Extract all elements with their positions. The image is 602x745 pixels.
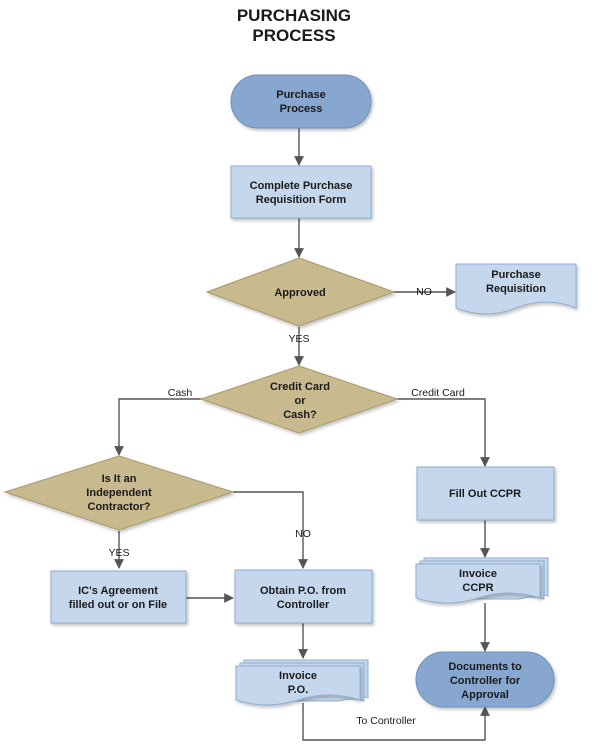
- svg-text:Invoice: Invoice: [279, 670, 317, 682]
- svg-text:CCPR: CCPR: [462, 582, 493, 594]
- edge-label-no-contractor: NO: [295, 528, 311, 540]
- node-purchase-process: Purchase Process: [230, 74, 372, 129]
- edge-label-yes: YES: [288, 333, 309, 345]
- svg-text:or: or: [295, 395, 307, 407]
- node-complete-requisition: Complete Purchase Requisition Form: [230, 165, 372, 219]
- connectors: [114, 128, 490, 741]
- edge-label-yes-contractor: YES: [108, 547, 129, 559]
- svg-text:PURCHASING: PURCHASING: [237, 6, 351, 25]
- edge-label-credit-card: Credit Card: [411, 387, 465, 399]
- node-approved-decision: Approved: [205, 257, 396, 327]
- svg-text:Controller: Controller: [277, 599, 330, 611]
- svg-text:Obtain P.O. from: Obtain P.O. from: [260, 585, 346, 597]
- svg-text:Approved: Approved: [274, 287, 325, 299]
- svg-text:Process: Process: [280, 103, 323, 115]
- svg-text:Credit Card: Credit Card: [270, 381, 330, 393]
- edge-label-no: NO: [416, 286, 432, 298]
- node-fill-out-ccpr: Fill Out CCPR: [416, 466, 555, 521]
- svg-text:PROCESS: PROCESS: [252, 26, 335, 45]
- svg-text:IC's Agreement: IC's Agreement: [78, 585, 158, 597]
- svg-text:P.O.: P.O.: [288, 684, 309, 696]
- node-invoice-ccpr-documents: Invoice CCPR: [415, 557, 549, 604]
- edge-label-to-controller: To Controller: [356, 715, 416, 727]
- edge-credit-card: [397, 398, 490, 467]
- svg-text:Approval: Approval: [461, 689, 509, 701]
- node-invoice-po-documents: Invoice P.O.: [235, 659, 369, 706]
- svg-text:Complete Purchase: Complete Purchase: [250, 180, 353, 192]
- svg-text:Controller for: Controller for: [450, 675, 521, 687]
- node-obtain-po: Obtain P.O. from Controller: [234, 569, 373, 624]
- svg-text:Purchase: Purchase: [276, 89, 326, 101]
- edge-to-controller: [302, 703, 490, 741]
- svg-text:filled out or on File: filled out or on File: [69, 599, 167, 611]
- svg-text:Independent: Independent: [86, 487, 152, 499]
- node-independent-contractor-decision: Is It an Independent Contractor?: [3, 455, 235, 531]
- node-documents-to-controller: Documents to Controller for Approval: [415, 651, 555, 708]
- svg-text:Fill Out CCPR: Fill Out CCPR: [449, 488, 521, 500]
- edge-independent-no: [233, 491, 308, 569]
- node-credit-card-or-cash-decision: Credit Card or Cash?: [199, 365, 399, 434]
- node-purchase-requisition-document: Purchase Requisition: [455, 263, 577, 315]
- node-ic-agreement: IC's Agreement filled out or on File: [50, 570, 187, 624]
- svg-text:Requisition Form: Requisition Form: [256, 194, 347, 206]
- svg-text:Purchase: Purchase: [491, 269, 541, 281]
- svg-text:Documents to: Documents to: [448, 661, 522, 673]
- svg-text:Requisition: Requisition: [486, 283, 546, 295]
- edge-label-cash: Cash: [168, 387, 193, 399]
- page-title: PURCHASING PROCESS: [237, 6, 351, 45]
- svg-text:Contractor?: Contractor?: [88, 501, 151, 513]
- edge-cash: [114, 398, 201, 456]
- svg-text:Is It an: Is It an: [102, 473, 137, 485]
- svg-text:Invoice: Invoice: [459, 568, 497, 580]
- svg-text:Cash?: Cash?: [283, 409, 317, 421]
